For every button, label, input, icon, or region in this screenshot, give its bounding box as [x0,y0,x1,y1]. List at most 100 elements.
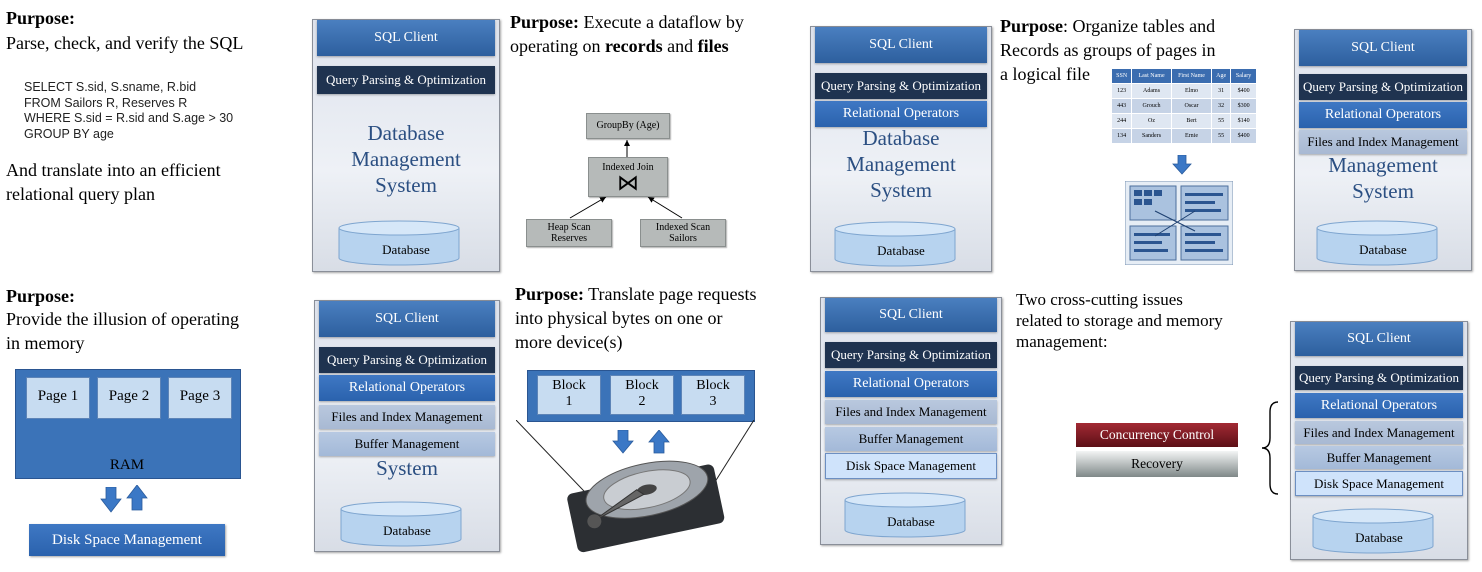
sql-line: GROUP BY age [24,126,114,141]
block-label: Block [625,378,659,393]
disk-text-3: more device(s) [515,332,623,352]
dbms-title: Database Management System [811,125,991,203]
arrow-up-icon [126,485,148,511]
ram-page: Page 3 [168,377,232,419]
table-cell: Sanders [1131,128,1172,144]
indexed-scan-node: Indexed Scan Sailors [640,219,726,247]
dataflow-purpose: Purpose: Execute a dataflow by operating… [510,10,800,58]
groupby-node: GroupBy (Age) [586,113,670,139]
file-pages-image [1125,181,1233,265]
table-cell: $400 [1230,128,1257,144]
table-header: First Name [1170,68,1213,84]
relational-operators-layer: Relational Operators [825,371,997,397]
dbms-title-line: Database [367,121,445,145]
table-cell: $400 [1230,83,1257,99]
dbms-stack-files-left: SQL Client Query Parsing & Optimization … [810,26,992,272]
relational-operators-layer: Relational Operators [1295,393,1463,418]
indexed-scan-line: Sailors [669,233,697,244]
dbms-title-line: Database [862,126,940,150]
database-cylinder [1312,508,1434,554]
table-cell: Grouch [1131,98,1172,114]
table-cell: 123 [1110,83,1133,99]
query-parsing-layer: Query Parsing & Optimization [317,66,495,94]
disk-block: Block 2 [610,375,674,415]
buffer-purpose-text: Provide the illusion of operating in mem… [6,307,239,355]
dbms-title-line: System [1352,179,1414,203]
sql-query: SELECT S.sid, S.sname, R.bid FROM Sailor… [24,80,233,142]
disk-purpose: Purpose: Translate page requests into ph… [515,282,785,354]
table-cell: 55 [1211,113,1232,129]
table-cell: $300 [1230,98,1257,114]
query-parsing-layer: Query Parsing & Optimization [815,73,987,99]
indexed-join-node: Indexed Join ⋈ [588,157,668,197]
database-label: Database [887,514,935,529]
disk-text-1: Translate page requests [584,284,757,304]
table-cell: Adams [1131,83,1172,99]
join-symbol-icon: ⋈ [617,170,639,195]
relational-operators-layer: Relational Operators [1299,102,1467,128]
sql-client-layer: SQL Client [317,20,495,56]
disk-space-box: Disk Space Management [29,524,225,556]
relational-operators-layer: Relational Operators [319,375,495,401]
files-purpose: Purpose: Organize tables and Records as … [1000,14,1270,86]
files-word: files [697,36,729,56]
database-label: Database [382,242,430,257]
arrow-down-icon [1172,155,1192,175]
database-cylinder [338,220,460,266]
dbms-title-line: System [870,178,932,202]
parse-purpose-text: Parse, check, and verify the SQL [6,33,244,53]
dbms-title-line: Management [1328,153,1438,177]
block-label: Block [696,378,730,393]
dbms-title-line: System [375,173,437,197]
block-number: 2 [638,394,646,409]
table-cell: 55 [1211,128,1232,144]
hard-drive-icon [516,420,755,553]
cross-cutting-text: Two cross-cutting issues related to stor… [1016,289,1256,352]
sql-client-layer: SQL Client [815,27,987,63]
ram-label: RAM [109,457,145,473]
ram-page: Page 2 [97,377,161,419]
indexed-scan-line: Indexed Scan [655,222,711,233]
sql-line: SELECT S.sid, S.sname, R.bid [24,80,197,94]
heap-scan-line: Heap Scan [547,222,591,233]
sql-client-layer: SQL Client [1299,30,1467,66]
buffer-management-layer: Buffer Management [319,432,495,456]
block-number: 3 [709,394,717,409]
table-cell: Elmo [1170,83,1213,99]
table-cell: 244 [1110,113,1133,129]
table-cell: 443 [1110,98,1133,114]
sql-line: FROM Sailors R, Reserves R [24,95,188,110]
dataflow-purpose-label: Purpose: [510,12,579,32]
database-cylinder [340,501,462,547]
dataflow-text-1: Execute a dataflow by [579,12,744,32]
cross-text-line: related to storage and memory [1016,311,1223,330]
files-text-2: Records as groups of pages in [1000,40,1216,60]
disk-block: Block 3 [681,375,745,415]
dbms-stack-buffer: SQL Client Query Parsing & Optimization … [314,300,500,552]
curly-brace-icon [1261,401,1279,495]
records-word: records [604,36,663,56]
buffer-text-line: in memory [6,333,85,353]
table-cell: Oscar [1170,98,1213,114]
database-label: Database [1359,242,1407,257]
files-purpose-label: Purpose [1000,16,1063,36]
translate-line: relational query plan [6,184,155,204]
arrow-down-icon [612,430,634,454]
parse-translate-text: And translate into an efficient relation… [6,158,221,206]
sql-client-layer: SQL Client [1295,322,1463,356]
query-parsing-layer: Query Parsing & Optimization [825,342,997,368]
disk-text-2: into physical bytes on one or [515,308,723,328]
dbms-stack-disk: SQL Client Query Parsing & Optimization … [820,297,1002,545]
files-index-layer: Files and Index Management [1299,130,1467,154]
table-cell: Bert [1170,113,1213,129]
dbms-title: Management System [1295,152,1471,204]
dbms-stack-files-right: SQL Client Query Parsing & Optimization … [1294,29,1472,271]
buffer-text-line: Provide the illusion of operating [6,309,239,329]
database-label: Database [877,243,925,258]
cross-text-line: Two cross-cutting issues [1016,290,1183,309]
dataflow-text-2: operating on [510,36,605,56]
concurrency-control-box: Concurrency Control [1076,423,1238,447]
relational-operators-layer: Relational Operators [815,101,987,127]
sql-client-layer: SQL Client [319,301,495,337]
